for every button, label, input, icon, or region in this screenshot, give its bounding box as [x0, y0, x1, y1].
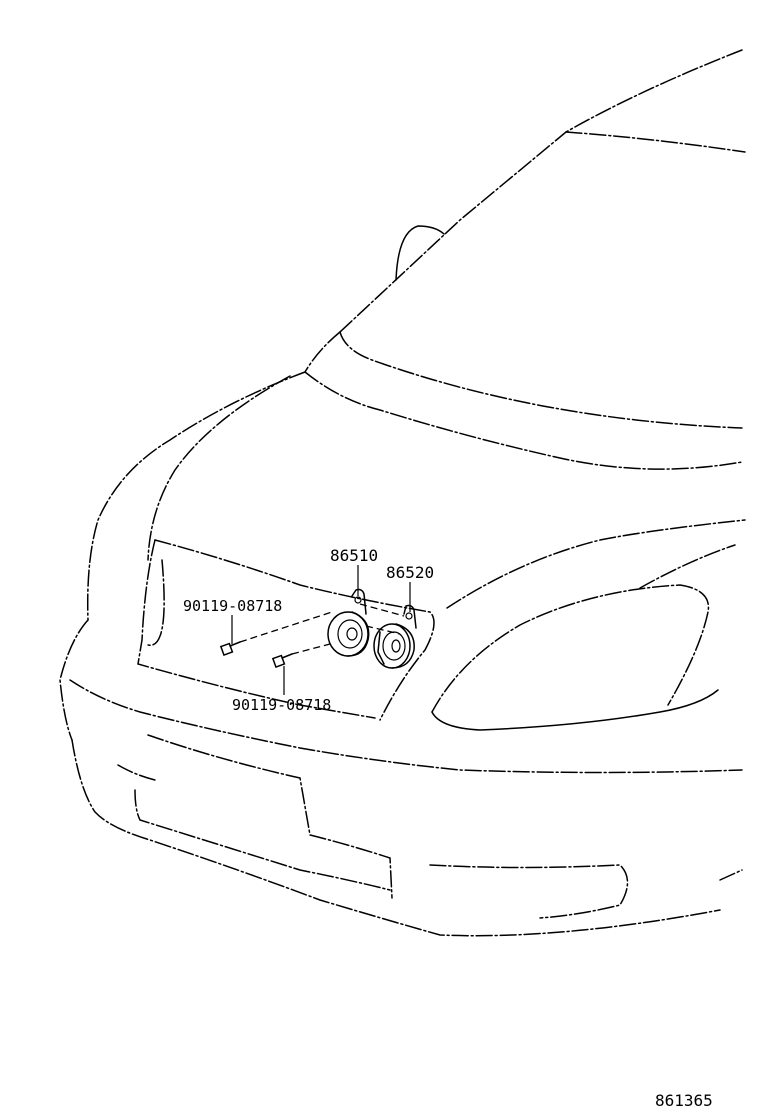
label-horn-86510: 86510: [330, 546, 378, 565]
label-bolt-lower: 90119-08718: [232, 696, 331, 714]
label-bolt-upper: 90119-08718: [183, 597, 282, 615]
label-horn-86520: 86520: [386, 563, 434, 582]
illustration-number: 861365: [655, 1091, 713, 1110]
bolt-upper-part: [219, 641, 241, 657]
horn-86520-part: [373, 604, 417, 669]
car-body-outline: [59, 49, 746, 937]
horn-86510-part: [327, 588, 370, 657]
assembly-lines: [239, 603, 405, 655]
bolt-lower-part: [271, 653, 293, 669]
leader-lines: [231, 565, 411, 695]
